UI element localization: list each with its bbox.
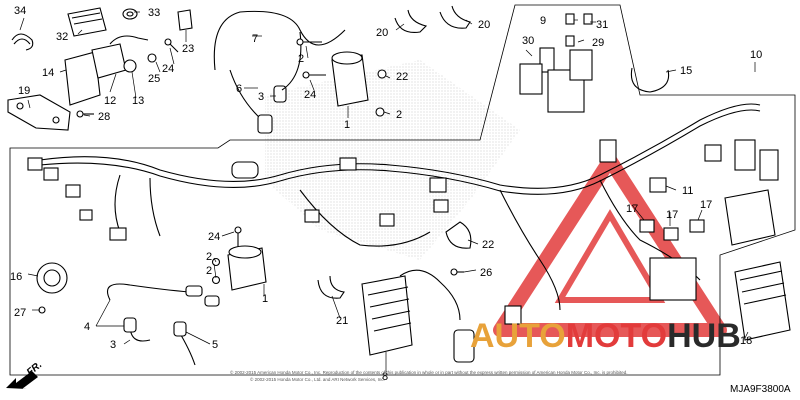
ignition-cord-7 [213,10,346,134]
callout-5: 5 [212,339,218,351]
front-direction-arrow [6,371,38,389]
relay-box [649,257,697,301]
callout-1: 1 [344,119,350,131]
callout-24: 24 [208,231,220,243]
band-22-top [630,67,670,93]
callout-24: 24 [162,63,174,75]
callout-11: 11 [682,185,693,197]
watermark-part-2: MOTO [566,317,667,355]
callout-1: 1 [262,293,268,305]
callout-33: 33 [148,7,160,19]
copyright-line-2: © 2002-2015 Honda Motor Co., Ltd. and AR… [250,376,385,382]
band-20-a [394,9,428,33]
watermark-text: AUTOMOTOHUB [470,317,741,355]
callout-3: 3 [110,339,116,351]
harness-frame [9,4,796,376]
fuse-9 [565,13,575,25]
leader-lines [19,11,756,372]
callout-6: 6 [236,83,242,95]
callout-14: 14 [42,67,54,79]
callout-24: 24 [304,89,316,101]
callout-4: 4 [84,321,90,333]
grommet-33 [122,8,138,20]
stay-19 [7,94,71,131]
copyright-line-1: © 2002-2015 American Honda Motor Co., In… [230,369,628,375]
callout-13: 13 [132,95,144,107]
callout-28: 28 [98,111,110,123]
callout-2: 2 [206,251,212,263]
relay-bottle [453,329,475,363]
relay-11 [649,177,667,193]
ecm-18 [734,261,791,341]
ignition-cord-4 [106,283,220,366]
callout-17: 17 [666,209,678,221]
callout-34: 34 [14,5,26,17]
relay-17-a [639,219,655,233]
callout-25: 25 [148,73,160,85]
callout-20: 20 [478,19,490,31]
relay-17-b [663,227,679,241]
ignition-coil-1-top [331,51,369,107]
band-21 [317,275,345,299]
relay-17-c [689,219,705,233]
callout-29: 29 [592,37,604,49]
nut-2-b [375,107,385,117]
bolt-26 [450,268,464,276]
callout-2: 2 [206,265,212,277]
bolt-24-mid [302,71,326,79]
callout-30: 30 [522,35,534,47]
bolt-28 [76,110,94,118]
band-22-low [445,221,472,249]
clamp-34 [11,33,34,51]
svg-text:AUTOMOTOHUB: AUTOMOTOHUB [470,317,741,355]
watermark-logo [493,153,727,337]
callout-23: 23 [182,43,194,55]
callout-19: 19 [18,85,30,97]
fuse-31 [583,13,593,25]
nut-2-a [377,69,387,79]
stipple-area [265,60,520,260]
band-20-b [439,5,471,29]
callout-21: 21 [336,315,348,327]
callout-10: 10 [750,49,762,61]
watermark-part-3: HUB [667,317,741,355]
callout-17: 17 [626,203,638,215]
callout-22: 22 [396,71,408,83]
main-wire-harness-10 [27,103,779,311]
callout-22: 22 [482,239,494,251]
callout-18: 18 [740,335,752,347]
bracket-15 [64,35,157,106]
callout-2: 2 [396,109,402,121]
connector-18 [504,305,522,325]
callout-31: 31 [596,19,608,31]
fuse-29 [565,35,575,47]
fuse-box-30 [519,47,593,113]
callout-9: 9 [540,15,546,27]
callout-20: 20 [376,27,388,39]
clip-23 [177,9,193,31]
callout-3: 3 [258,91,264,103]
callout-8: 8 [382,371,388,383]
diagram-code: MJA9F3800A [730,384,791,395]
watermark-part-1: AUTO [470,317,566,355]
callout-26: 26 [480,267,492,279]
callout-2: 2 [298,53,304,65]
cover-32 [67,7,107,37]
callout-27: 27 [14,307,26,319]
callout-12: 12 [104,95,116,107]
callout-15: 15 [680,65,692,77]
callout-17: 17 [700,199,712,211]
bolt-24-top [296,38,322,46]
horn-16 [36,262,68,294]
control-unit-right [724,189,776,246]
ignition-coil-1-low [227,245,267,291]
callout-32: 32 [56,31,68,43]
bolt-25 [164,38,179,53]
regulator-rectifier-8 [361,269,461,356]
callout-16: 16 [10,271,22,283]
callout-7: 7 [252,33,258,45]
